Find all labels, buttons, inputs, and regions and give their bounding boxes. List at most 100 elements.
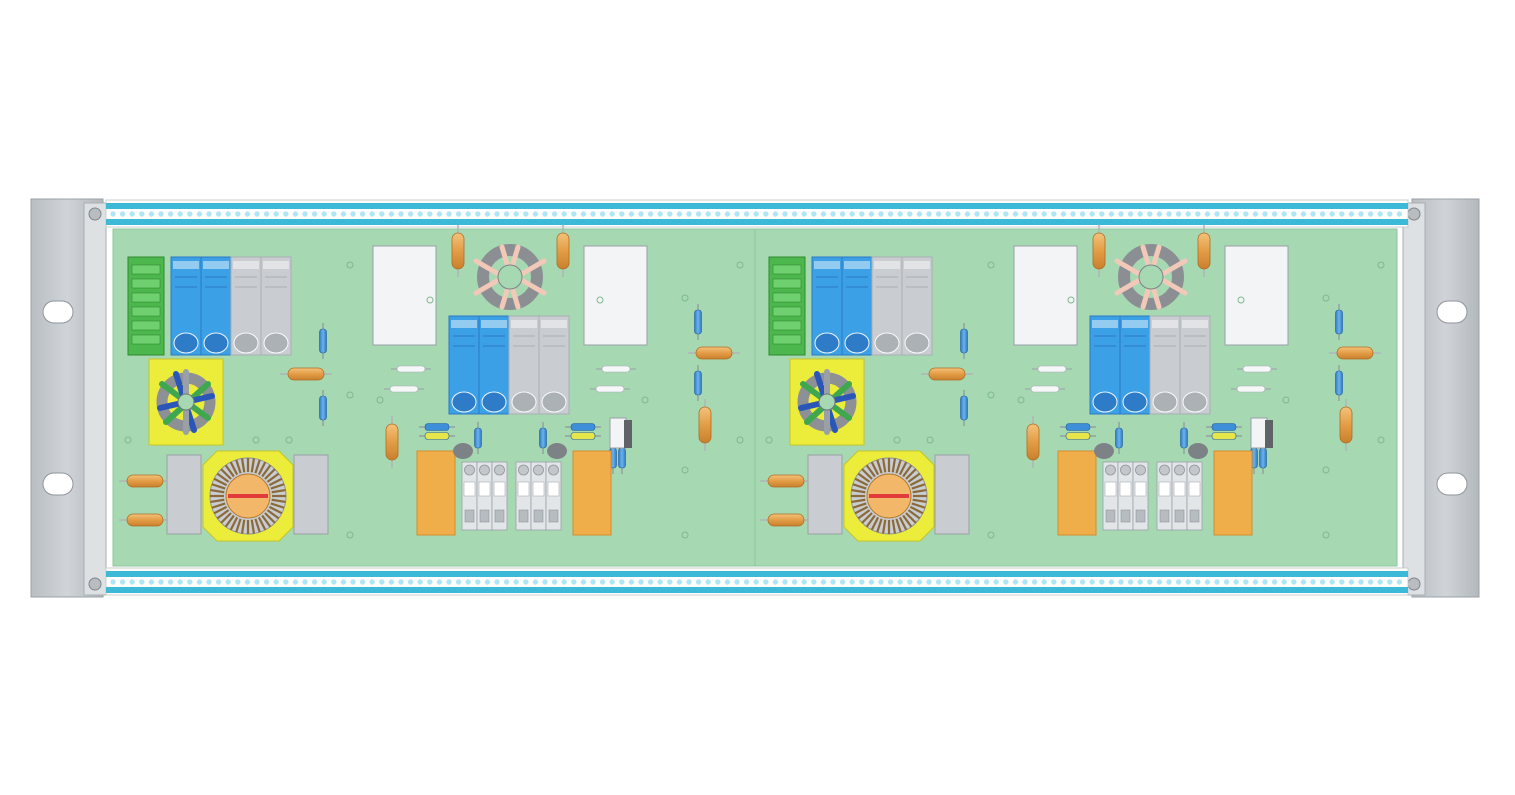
rail-hole	[1002, 210, 1010, 218]
rail-hole	[464, 578, 472, 586]
resistor-icon	[760, 474, 812, 488]
resistor-body	[767, 513, 805, 527]
via-hole	[1237, 296, 1245, 304]
toroid-winding	[254, 518, 261, 533]
via-hole	[346, 531, 354, 539]
rail-hole	[234, 210, 242, 218]
resistor-body	[126, 474, 164, 488]
rail-hole	[589, 578, 597, 586]
rail-hole	[455, 210, 462, 218]
ic-tab	[624, 420, 632, 448]
toroid-winding	[509, 244, 521, 270]
toroid-icon	[843, 450, 935, 542]
terminal-block-icon	[127, 256, 165, 356]
rail-hole	[1357, 578, 1365, 586]
rail-hole	[685, 210, 693, 218]
toroid-icon	[473, 244, 547, 310]
green-terminal-rib	[772, 306, 802, 317]
resistor-body	[1211, 423, 1237, 431]
toroid-winding	[266, 509, 280, 520]
rail-hole	[1386, 578, 1394, 586]
terminal-label-strip	[1182, 320, 1208, 328]
terminal-window	[463, 481, 476, 497]
toroid-winding	[211, 483, 226, 490]
rail-hole	[1309, 210, 1317, 218]
toroid-winding	[854, 505, 869, 515]
resistor-body	[1211, 432, 1237, 440]
terminal-label-strip	[844, 261, 870, 269]
rail-hole	[128, 578, 136, 586]
rail-hole	[167, 210, 174, 218]
rail-hole	[1348, 210, 1355, 218]
toroid-winding	[891, 519, 897, 534]
resistor-body	[396, 365, 426, 373]
rail-hole	[551, 578, 558, 586]
rail-hole	[791, 578, 798, 586]
via-hole	[252, 436, 260, 444]
rail-hole	[215, 210, 222, 218]
rail-hole	[282, 210, 290, 218]
relay-icon	[1057, 450, 1097, 536]
toroid-winding	[224, 514, 235, 528]
rail-hole	[1021, 578, 1029, 586]
rail-hole	[1136, 210, 1144, 218]
terminal-label-strip	[1152, 320, 1178, 328]
rail-hole	[868, 210, 875, 218]
rail-hole	[1242, 578, 1250, 586]
rail-hole	[1213, 578, 1221, 586]
resistor-icon	[1026, 416, 1040, 468]
terminal-screw	[481, 391, 507, 413]
rail-hole	[301, 210, 309, 218]
rail-hole	[916, 578, 923, 586]
resistor-icon	[1335, 365, 1343, 401]
resistor-body	[1092, 232, 1106, 270]
rail-hole	[1079, 210, 1086, 218]
terminal-block-icon	[448, 315, 570, 415]
rail-hole	[292, 210, 299, 218]
relay-icon	[416, 450, 456, 536]
rail-hole	[781, 210, 789, 218]
toroid-winding	[895, 459, 902, 474]
rail-hole	[196, 210, 203, 218]
terminal-screw	[844, 332, 870, 354]
terminal-screw	[1174, 464, 1185, 476]
rail-hole	[781, 578, 789, 586]
mounting-slot-icon	[42, 300, 74, 324]
choke-icon	[789, 358, 865, 446]
rail-hole	[224, 578, 232, 586]
rail-hole	[1184, 578, 1192, 586]
resistor-body	[319, 395, 327, 421]
toroid-winding	[911, 483, 926, 490]
resistor-body	[539, 427, 547, 449]
rail-hole	[1098, 578, 1106, 586]
rail-hole	[1261, 210, 1269, 218]
terminal-label-strip	[874, 261, 900, 269]
toroid-winding	[1158, 276, 1188, 296]
toroid-winding	[865, 464, 876, 478]
toroid-winding	[861, 512, 873, 524]
terminal-screw	[233, 332, 259, 354]
screw-icon	[88, 207, 102, 221]
toroid-winding	[240, 458, 246, 473]
rail-hole	[340, 578, 347, 586]
rail-hole	[263, 578, 270, 586]
rail-hole	[263, 210, 270, 218]
terminal-pin	[1159, 509, 1170, 523]
terminal-pin	[1174, 509, 1185, 523]
toroid-winding	[240, 519, 246, 534]
rail-hole	[992, 578, 1000, 586]
terminal-screw	[548, 464, 559, 476]
terminal-pin	[1189, 509, 1200, 523]
rail-hole	[522, 210, 530, 218]
via-hole	[987, 391, 995, 399]
toroid-winding	[517, 276, 547, 296]
rail-hole	[560, 578, 568, 586]
terminal-window	[1188, 481, 1201, 497]
terminal-screw	[1135, 464, 1146, 476]
rail-hole	[1088, 210, 1096, 218]
rail-hole	[733, 578, 741, 586]
rail-hole	[829, 578, 837, 586]
rail-hole	[848, 210, 856, 218]
rail-hole	[1079, 578, 1086, 586]
rail-hole	[1280, 578, 1288, 586]
